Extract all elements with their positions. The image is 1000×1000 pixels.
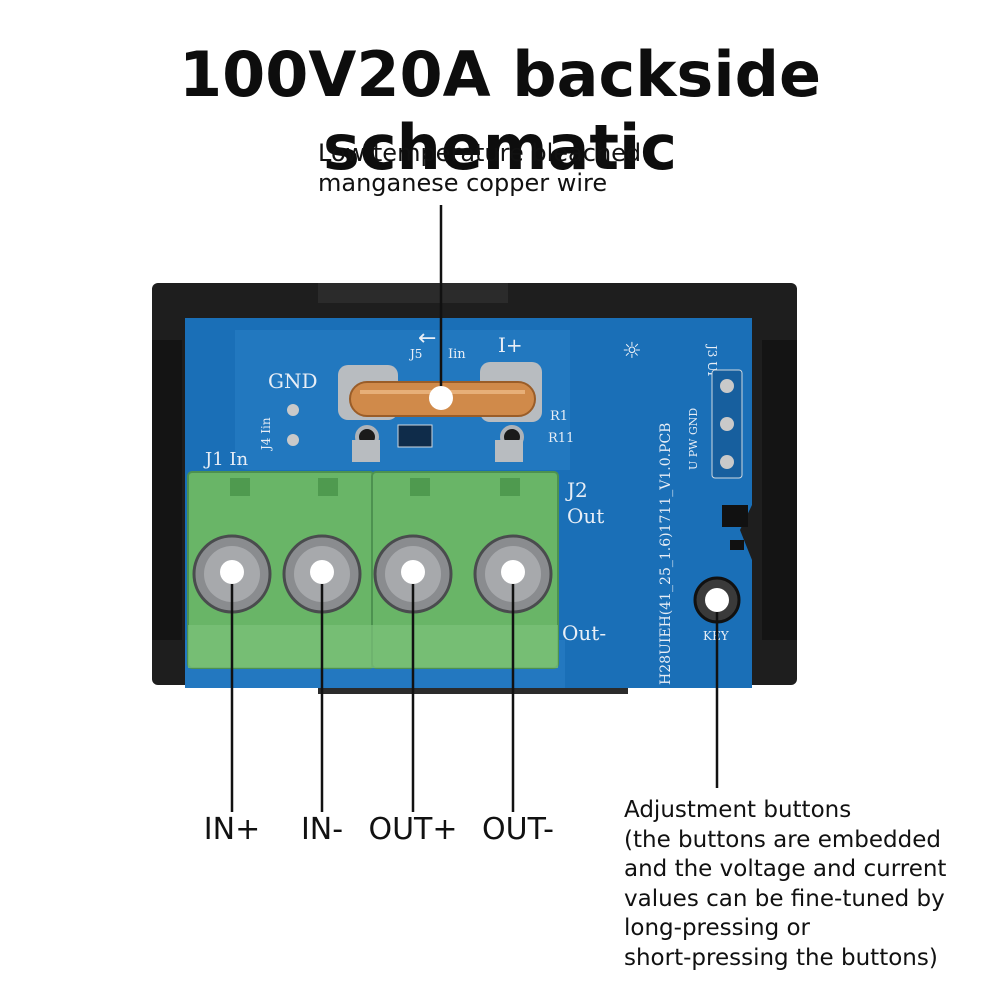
j4-pad	[287, 434, 299, 446]
out-minus-dot	[501, 560, 525, 584]
buttons-callout-line: long-pressing or	[624, 915, 811, 941]
page-title: 100V20A backside schematic	[178, 38, 822, 184]
frame-side-right	[762, 340, 797, 640]
silk-iplus: I+	[498, 333, 523, 357]
terminal-label-in-plus: IN+	[203, 812, 261, 847]
frame-tab-top	[318, 283, 508, 303]
buttons-callout-line: (the buttons are embedded	[624, 826, 941, 853]
silk-r11: R11	[548, 431, 574, 446]
buttons-callout-line: values can be fine-tuned by	[624, 885, 945, 912]
silk-model: H28UIEH(41_25_1.6)1711_V1.0.PCB	[658, 423, 674, 685]
buttons-callout-line: Adjustment buttons	[624, 797, 852, 823]
buttons-callout-line: short-pressing the buttons)	[624, 944, 938, 971]
terminal-lower-band	[188, 625, 558, 668]
sun-icon: ☼	[622, 339, 642, 364]
silk-j5: J5	[408, 347, 422, 361]
wire-callout-dot	[429, 386, 453, 410]
silk-out: Out	[567, 504, 604, 528]
terminal-slot	[318, 478, 338, 496]
terminal-slot	[500, 478, 520, 496]
terminal-label-in-minus: IN-	[300, 812, 344, 847]
terminal-label-out-plus: OUT+	[368, 812, 458, 847]
terminal-label-out-minus: OUT-	[482, 812, 554, 847]
smd-chip	[722, 505, 748, 527]
arrow-left-icon: ←	[418, 326, 436, 351]
frame-side-left	[152, 340, 182, 640]
buttons-callout: Adjustment buttons (the buttons are embe…	[624, 796, 946, 973]
j3-pad	[720, 379, 734, 393]
silk-j4-iin: J4 Iin	[259, 417, 273, 452]
j3-pad	[720, 455, 734, 469]
in-minus-dot	[310, 560, 334, 584]
silk-j2: J2	[565, 478, 588, 502]
out-plus-dot	[401, 560, 425, 584]
wire-callout: Low temperature bleached manganese coppe…	[318, 138, 641, 198]
silk-iin: Iin	[448, 347, 466, 362]
j4-pad	[287, 404, 299, 416]
terminal-slot	[230, 478, 250, 496]
silk-gnd: GND	[268, 369, 318, 393]
smd-chip	[730, 540, 744, 550]
wire-callout-line: manganese copper wire	[318, 169, 608, 197]
silk-j1-in: J1 In	[203, 449, 249, 470]
silk-r1: R1	[550, 409, 568, 424]
silk-u-pw-gnd: U PW GND	[687, 408, 700, 470]
j3-pad	[720, 417, 734, 431]
wire-callout-line: Low temperature bleached	[318, 139, 642, 167]
pin-leg	[352, 440, 380, 462]
r11-resistor	[397, 424, 433, 448]
pin-leg	[495, 440, 523, 462]
silk-out-minus: Out-	[562, 621, 606, 645]
button-dot	[705, 588, 729, 612]
buttons-callout-line: and the voltage and current	[624, 856, 947, 882]
in-plus-dot	[220, 560, 244, 584]
terminal-slot	[410, 478, 430, 496]
